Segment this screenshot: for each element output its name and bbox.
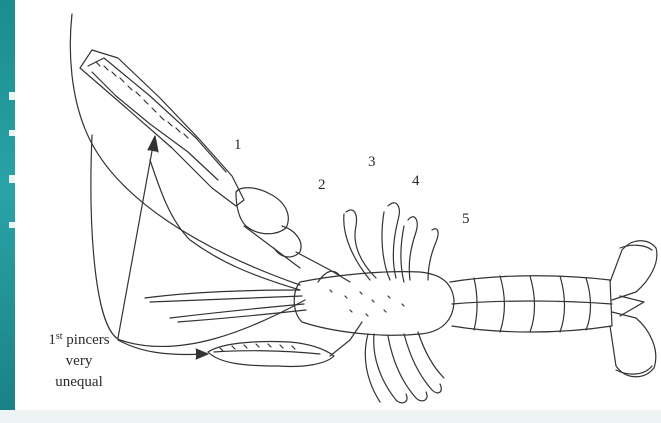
leg-4-upper <box>408 217 417 280</box>
tail-fan <box>610 241 657 377</box>
caption-line-2: very <box>24 351 134 372</box>
leg-5-upper <box>428 229 438 280</box>
pincers-caption: 1st pincers very unequal <box>24 330 134 393</box>
leg-label-4: 4 <box>412 174 420 189</box>
caption-line-1: 1st pincers <box>24 330 134 351</box>
second-antennae <box>145 290 306 322</box>
caption-line-3: unequal <box>24 372 134 393</box>
leg-label-5: 5 <box>462 212 470 227</box>
legs-lower <box>365 332 444 403</box>
leg-3-upper <box>388 203 399 278</box>
carapace <box>294 271 454 335</box>
large-claw <box>80 50 350 282</box>
small-claw <box>208 322 362 367</box>
leg-label-3: 3 <box>368 155 376 170</box>
abdomen <box>450 276 612 332</box>
leader-line-upper <box>118 140 154 338</box>
leg-label-2: 2 <box>318 178 326 193</box>
leg-label-1: 1 <box>234 138 242 153</box>
